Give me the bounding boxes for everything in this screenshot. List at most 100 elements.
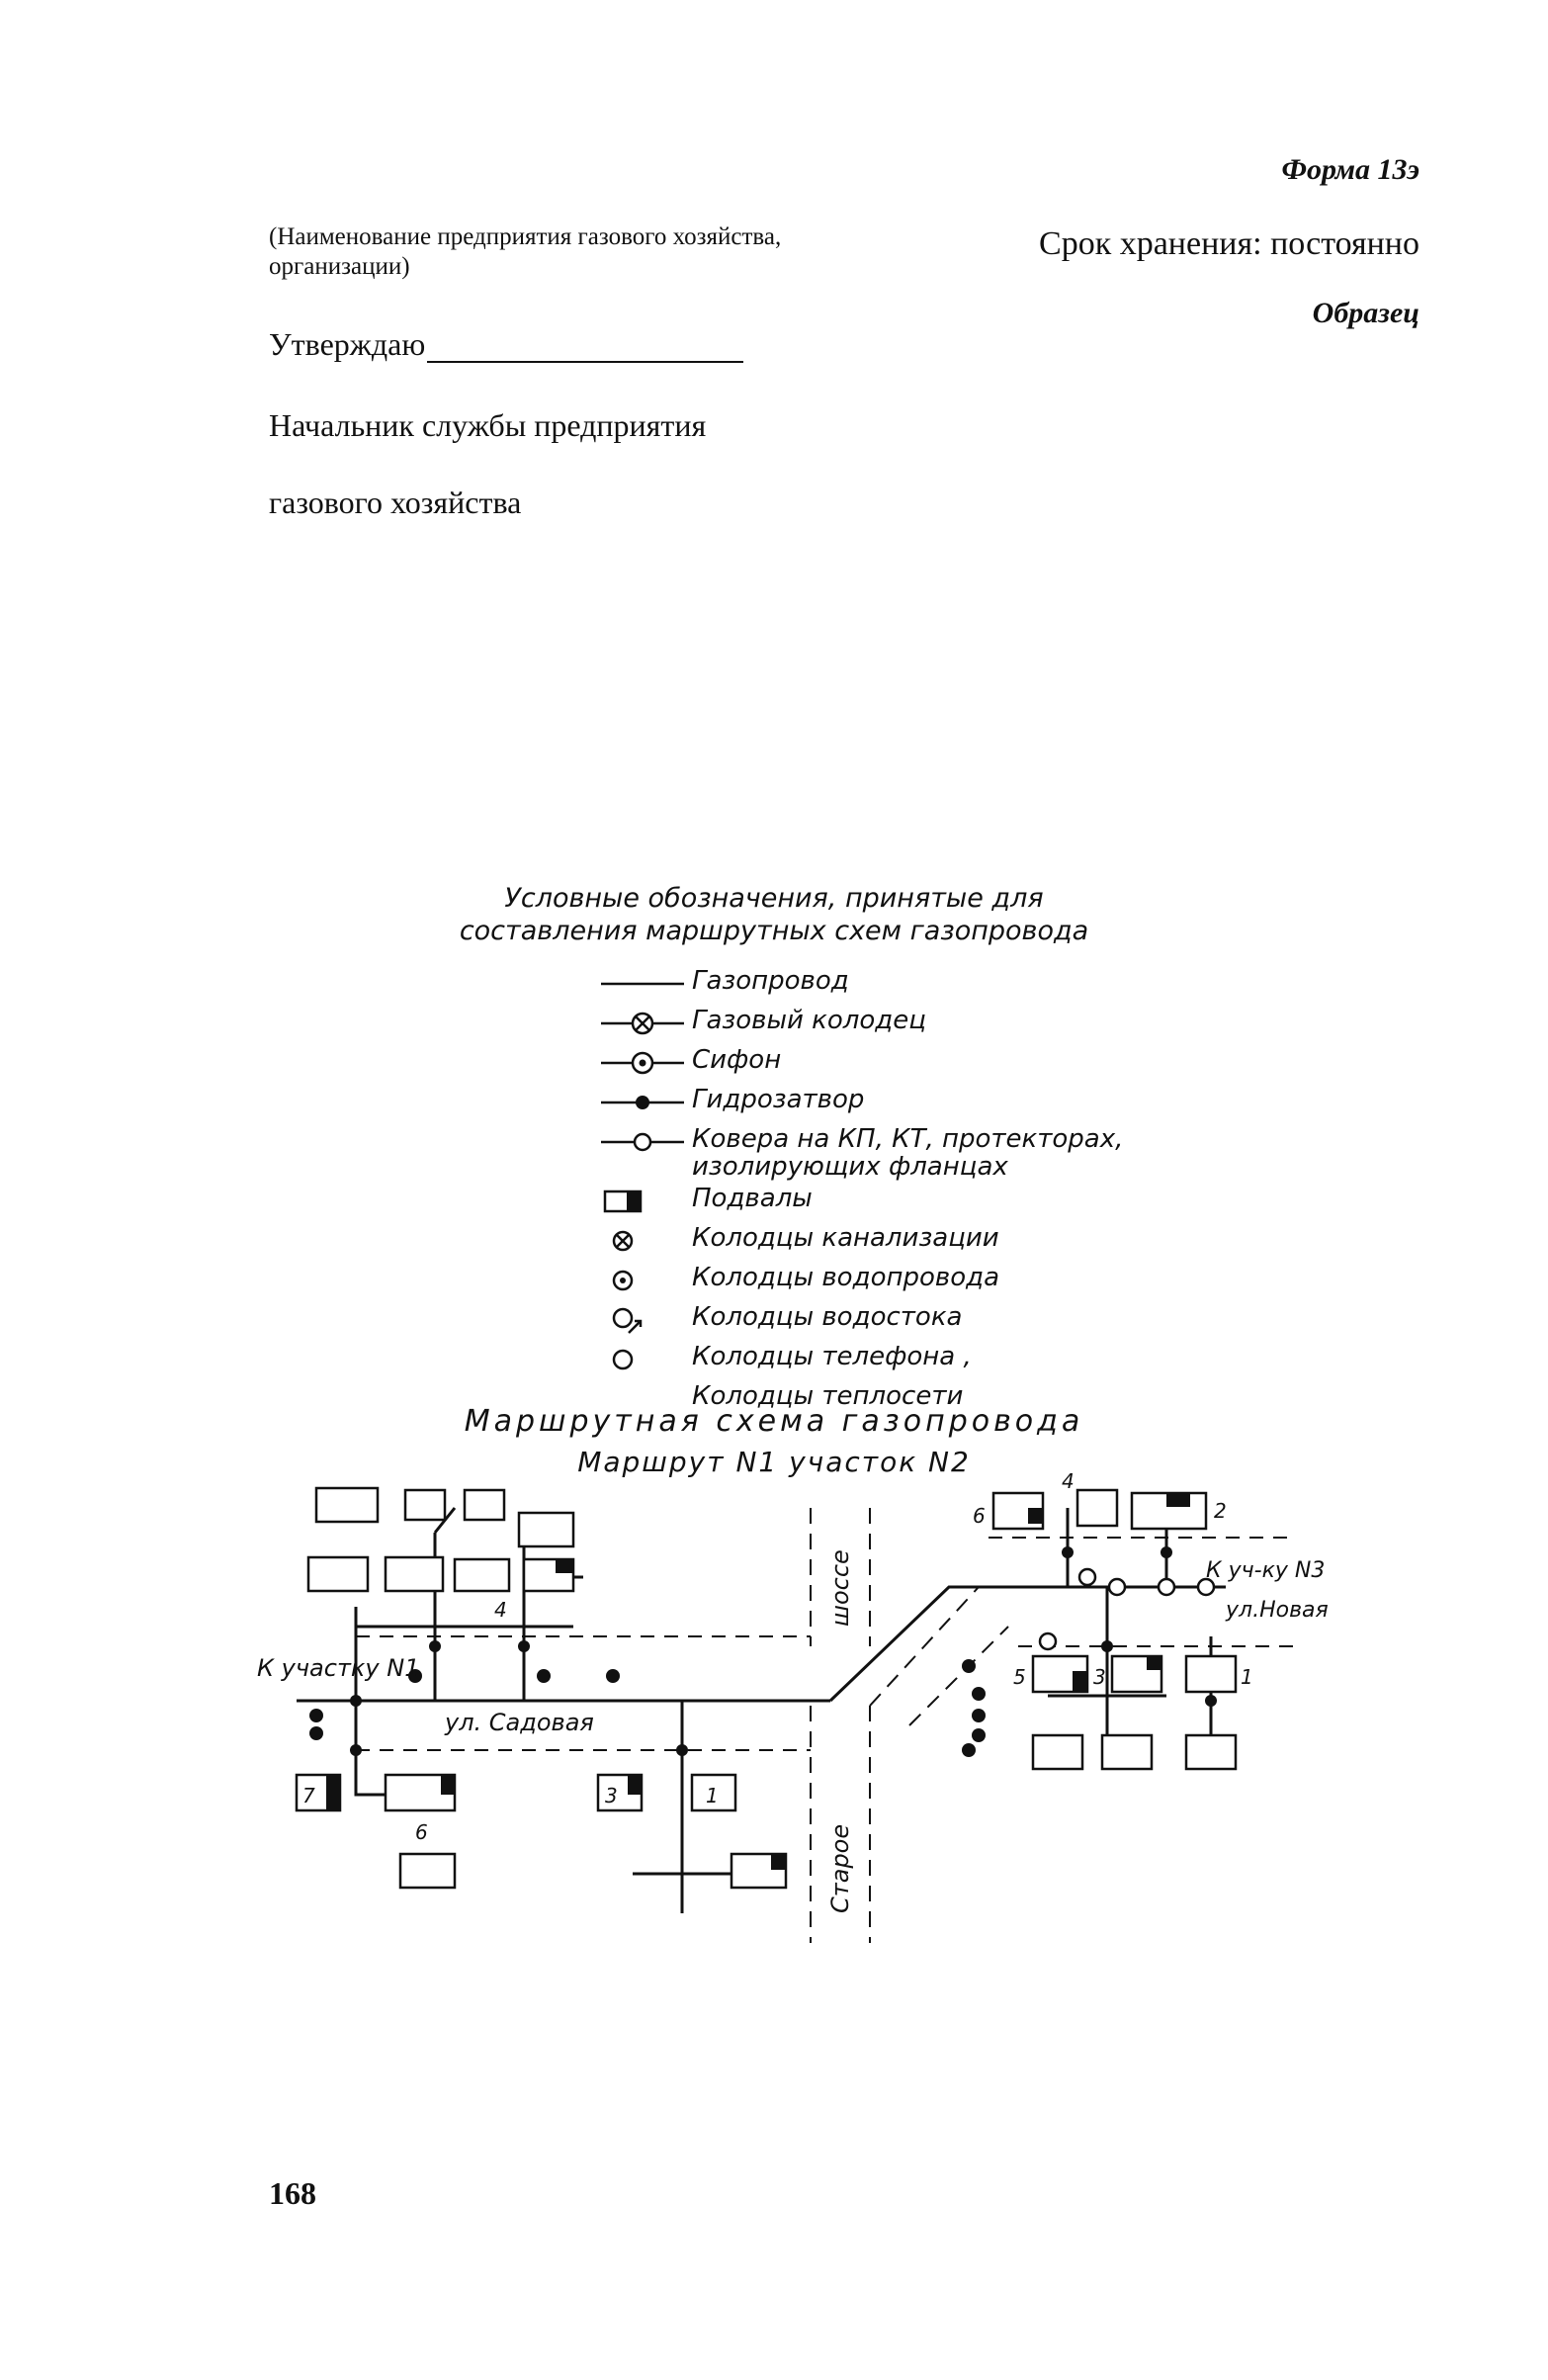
- legend-item: Колодцы канализации: [593, 1224, 1344, 1260]
- organization-name: (Наименование предприятия газового хозяй…: [269, 223, 782, 280]
- siphon-icon: [601, 1051, 684, 1075]
- building: [306, 1555, 370, 1593]
- road-lines: [356, 1508, 1295, 1943]
- legend-item: Колодцы телефона ,: [593, 1343, 1344, 1378]
- building: [1100, 1733, 1154, 1771]
- label-old: Старое: [826, 1824, 854, 1913]
- label-highway: шоссе: [826, 1549, 854, 1627]
- carpet-icon: [1196, 1577, 1216, 1597]
- signature-blank: [427, 331, 744, 363]
- basement-mark: [1073, 1671, 1087, 1692]
- page-number: 168: [269, 2175, 316, 2211]
- legend-item: Подвалы: [593, 1185, 1344, 1220]
- house-number: 6: [415, 1820, 428, 1844]
- carpet-icon: [1077, 1567, 1097, 1587]
- approve-label: Утверждаю: [269, 326, 426, 362]
- chief-title: Начальник службы предприятия: [269, 407, 707, 443]
- legend-label: Сифон: [692, 1045, 782, 1075]
- manhole-icon: [972, 1728, 986, 1742]
- manhole-icon: [537, 1669, 551, 1683]
- basement-mark: [1166, 1493, 1190, 1507]
- house-number: 7: [302, 1784, 315, 1807]
- legend-label: Колодцы водопровода: [692, 1263, 1000, 1292]
- house-number: 4: [494, 1598, 507, 1622]
- basement-mark: [771, 1854, 786, 1870]
- legend-label: Ковера на КП, КТ, протекторах, изолирующ…: [692, 1124, 1124, 1182]
- manhole-icon: [972, 1687, 986, 1701]
- label-street-sadovaya: ул. Садовая: [444, 1709, 594, 1736]
- legend-label: Колодцы водостока: [692, 1302, 963, 1332]
- building: [517, 1511, 575, 1548]
- legend-item: Колодцы теплосети: [593, 1382, 1344, 1418]
- route-scheme-diagram: К участку N1 ул. Садовая К уч-ку N3 ул.Н…: [257, 1469, 1329, 1943]
- label-to-section-1: К участку N1: [257, 1654, 419, 1682]
- hydraulic-seal-icon: [1062, 1546, 1074, 1558]
- form-number: Форма 13э: [1281, 153, 1419, 186]
- house-number: 1: [1241, 1665, 1253, 1689]
- legend-item: Газопровод: [593, 967, 1344, 1003]
- legend-label: Газопровод: [692, 966, 849, 996]
- house-number: 5: [1013, 1665, 1026, 1689]
- gas-well-icon: [601, 1012, 684, 1035]
- phone-well-icon: [612, 1349, 634, 1370]
- building: [1031, 1733, 1084, 1771]
- carpet-icon: [1107, 1577, 1127, 1597]
- building: [1110, 1654, 1163, 1694]
- legend-item: Сифон: [593, 1046, 1344, 1082]
- sewer-well-icon: [612, 1230, 634, 1252]
- manhole-icon: [606, 1669, 620, 1683]
- hydraulic-seal-icon: [1205, 1695, 1217, 1707]
- legend-item: Гидрозатвор: [593, 1086, 1344, 1121]
- scheme-title: Маршрутная схема газопровода: [464, 1404, 1084, 1439]
- legend: Газопровод Газовый колодец Сифон Гидроза…: [593, 967, 1344, 1422]
- hydraulic-seals: [350, 1546, 1217, 1756]
- legend-item: Ковера на КП, КТ, протекторах, изолирующ…: [593, 1125, 1344, 1181]
- hydraulic-seal-icon: [1101, 1640, 1113, 1652]
- label-street-novaya: ул.Новая: [1225, 1598, 1329, 1623]
- drain-well-icon: [612, 1307, 643, 1334]
- basement-mark: [628, 1775, 642, 1795]
- basement-mark: [326, 1775, 340, 1810]
- hydraulic-seal-icon: [518, 1640, 530, 1652]
- chief-title-2: газового хозяйства: [269, 485, 522, 520]
- house-number: 4: [1062, 1469, 1075, 1493]
- approval-line: Утверждаю: [269, 326, 744, 363]
- legend-label: Гидрозатвор: [692, 1085, 865, 1114]
- legend-item: Газовый колодец: [593, 1007, 1344, 1042]
- building: [690, 1773, 737, 1812]
- house-number: 1: [706, 1784, 719, 1807]
- house-number: 2: [1214, 1499, 1227, 1523]
- house-number: 6: [973, 1504, 986, 1528]
- house-number: 3: [1093, 1665, 1106, 1689]
- hydraulic-seal-icon: [350, 1744, 362, 1756]
- hydraulic-seal-icon: [350, 1695, 362, 1707]
- legend-title-line1: Условные обозначения, принятые для: [504, 883, 1044, 914]
- building: [384, 1555, 445, 1593]
- legend-label: Колодцы канализации: [692, 1223, 999, 1253]
- carpets: [1038, 1567, 1216, 1651]
- legend-label: Подвалы: [692, 1184, 813, 1213]
- water-well-icon: [612, 1270, 634, 1291]
- basement-mark: [441, 1775, 455, 1795]
- building: [1075, 1488, 1119, 1528]
- carpet-icon: [1038, 1631, 1058, 1651]
- basement-icon: [603, 1190, 643, 1213]
- legend-title-line2: составления маршрутных схем газопровода: [459, 916, 1089, 946]
- basement-mark: [1028, 1508, 1043, 1524]
- legend-item: Колодцы водопровода: [593, 1264, 1344, 1299]
- manhole-icon: [408, 1669, 422, 1683]
- building: [314, 1486, 380, 1524]
- hydraulic-seal-icon: [676, 1744, 688, 1756]
- building: [403, 1488, 447, 1522]
- hydraulic-seal-icon: [1161, 1546, 1172, 1558]
- legend-label: Колодцы телефона ,: [692, 1342, 972, 1371]
- storage-period: Срок хранения: постоянно: [1039, 225, 1419, 262]
- manhole-icon: [962, 1659, 976, 1673]
- building: [1184, 1733, 1238, 1771]
- sample-mark: Образец: [1312, 297, 1419, 329]
- manhole-icon: [972, 1709, 986, 1722]
- hydraulic-seal-icon: [601, 1096, 684, 1109]
- hydraulic-seal-icon: [429, 1640, 441, 1652]
- legend-label: Газовый колодец: [692, 1006, 926, 1035]
- scheme-labels: К участку N1 ул. Садовая К уч-ку N3 ул.Н…: [257, 1469, 1329, 1913]
